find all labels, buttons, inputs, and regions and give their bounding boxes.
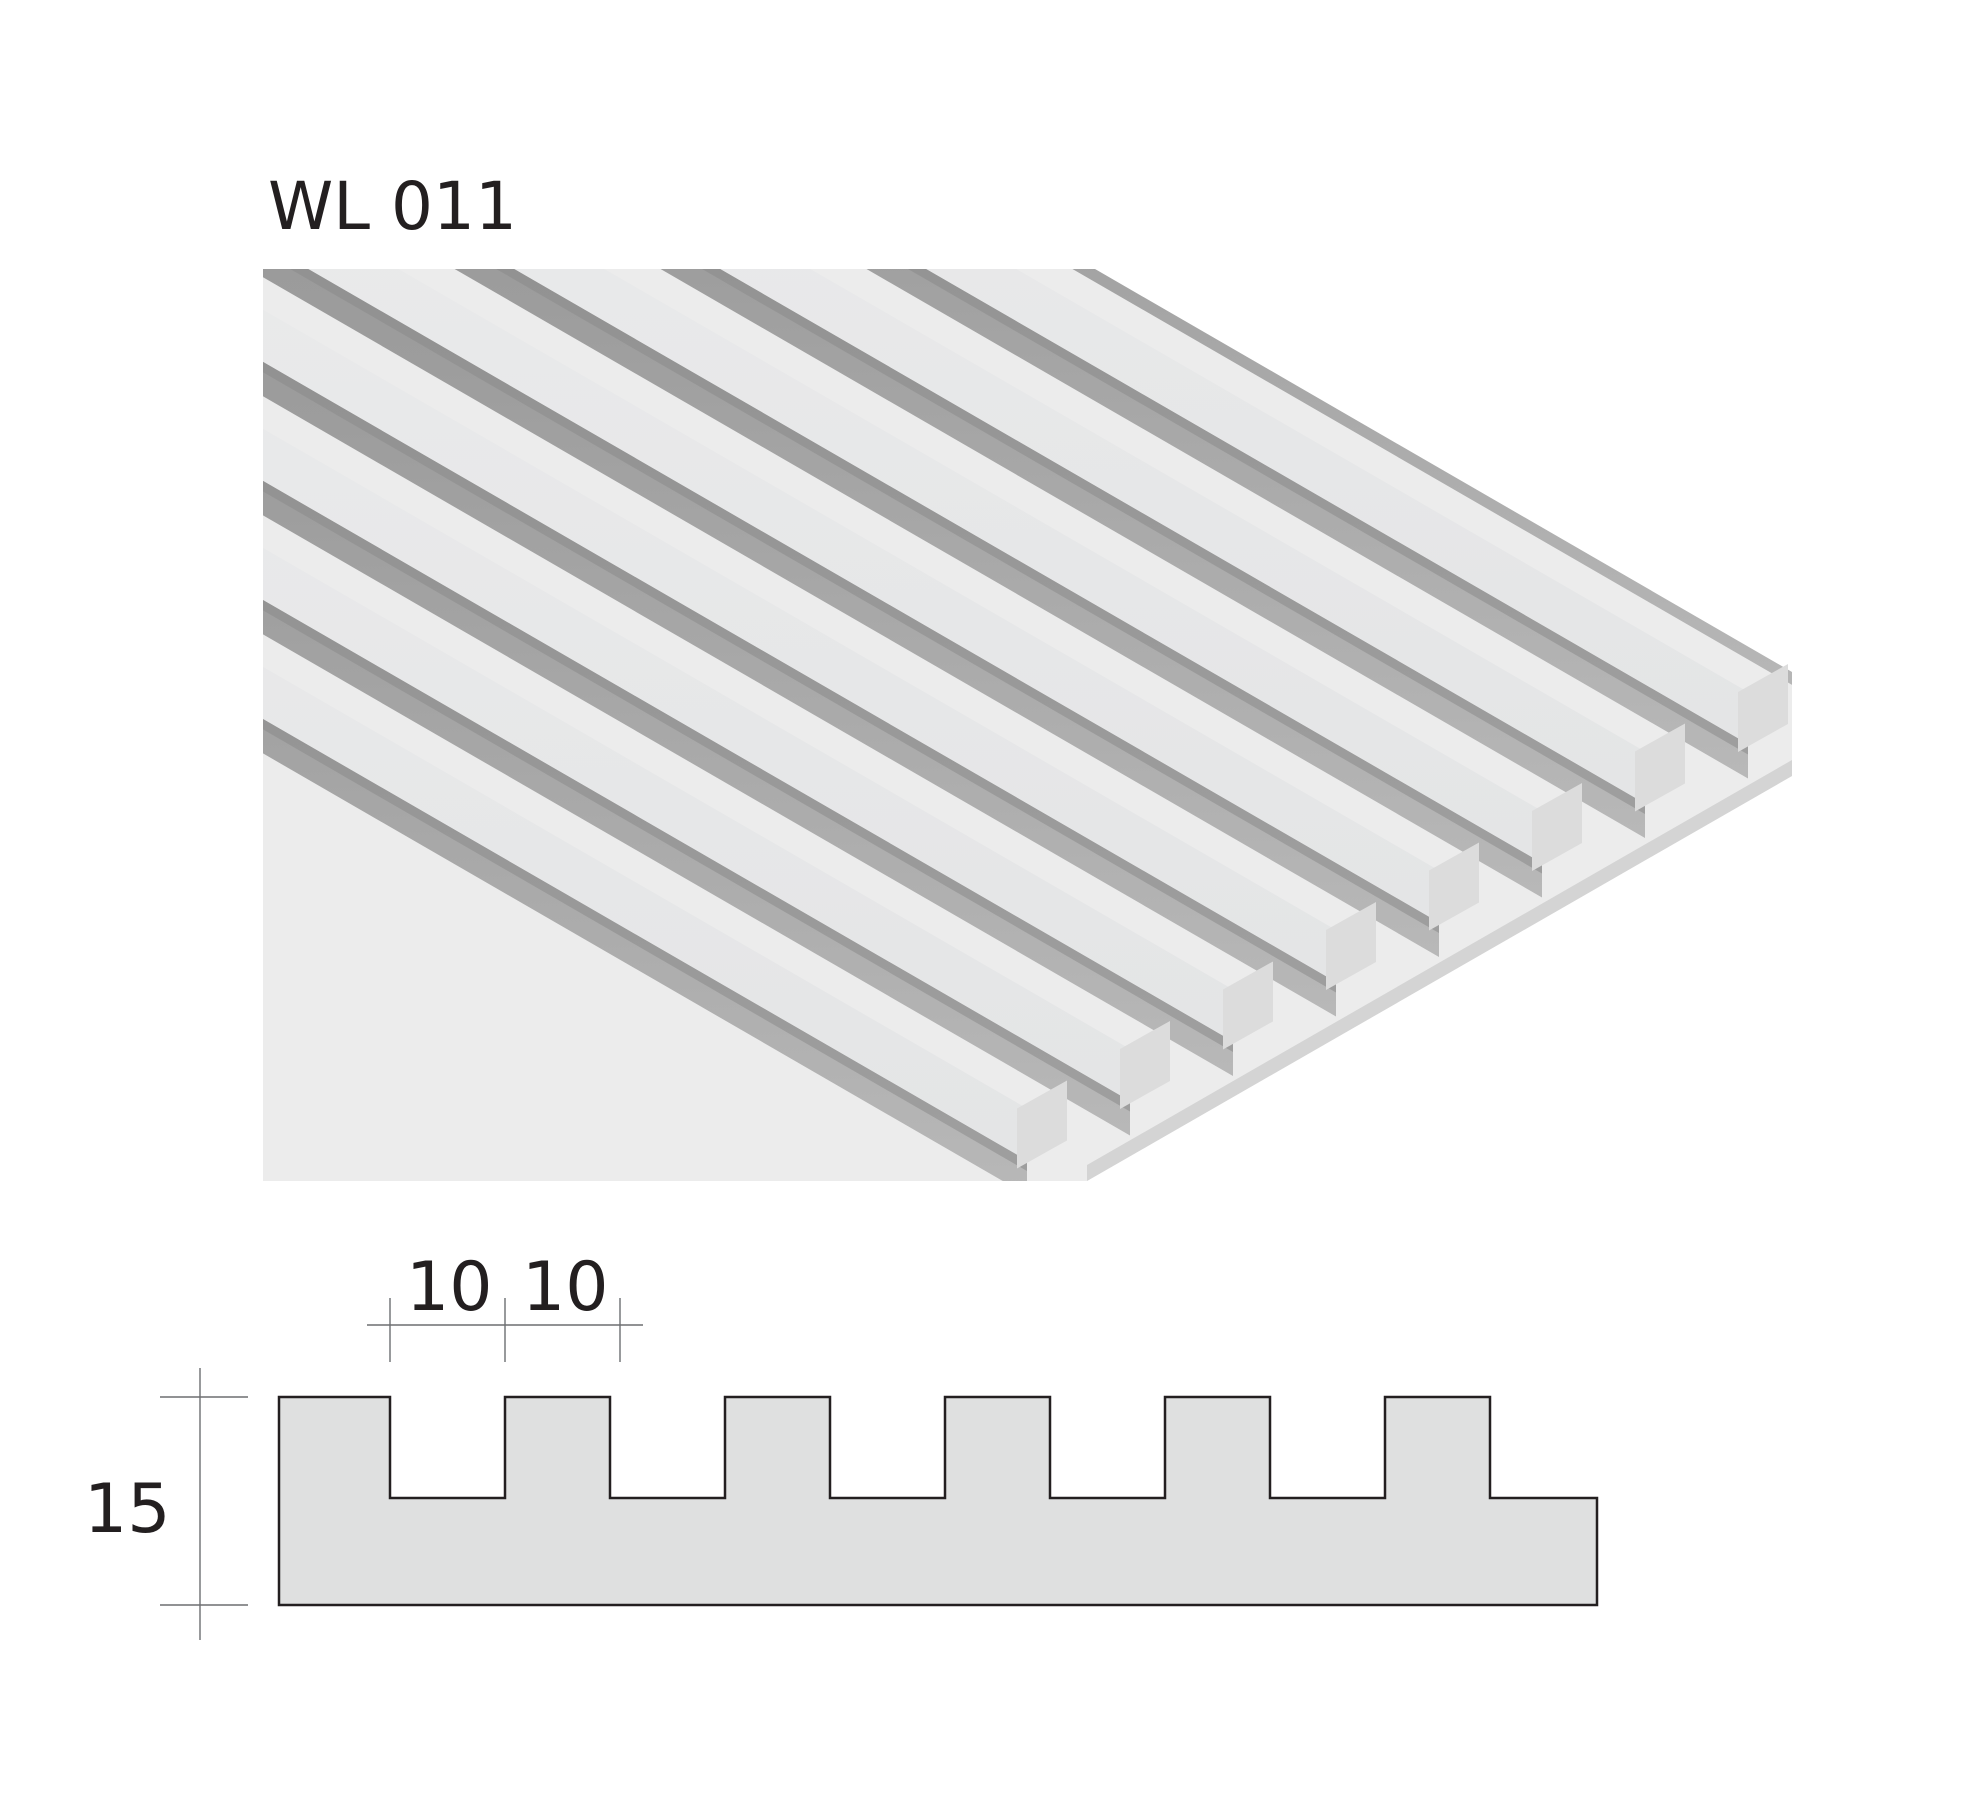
panel-groove: [263, 269, 1542, 898]
panel-rib-top: [263, 269, 1336, 982]
panel-rib-end: [1120, 1020, 1170, 1109]
panel-groove-shadow: [263, 269, 1027, 1171]
dim-rib-width: 10: [406, 1248, 493, 1327]
profile-shape: [277, 1395, 1599, 1607]
panel-groove-shadow: [263, 269, 1748, 755]
panel-groove-shadow: [263, 269, 1130, 1112]
panel-slat-ends: [1017, 663, 1792, 1181]
panel-rib-end: [1429, 842, 1479, 931]
panel-groove-shadow: [263, 269, 1645, 814]
panel-groove: [263, 269, 1645, 838]
panel-rib-top: [263, 269, 1130, 1101]
panel-rib-top: [263, 269, 1027, 1161]
dimension-lines: [160, 1298, 643, 1640]
panel-groove: [263, 269, 1130, 1136]
profile-section: [277, 1395, 1599, 1607]
panel-rib-end: [1017, 1080, 1067, 1169]
panel-groove: [263, 269, 1027, 1181]
panel-rib-end: [1326, 901, 1376, 990]
model-code: WL 011: [268, 168, 517, 245]
dim-height: 15: [84, 1470, 171, 1549]
panel-groove: [263, 269, 1439, 957]
panel-groove: [263, 269, 1233, 1076]
panel-rib-top: [263, 269, 1439, 923]
panel-groove-shadow: [263, 269, 1542, 874]
panel-rib-top: [263, 269, 1233, 1042]
panel-groove: [263, 269, 1792, 719]
panel-rib-end: [1738, 663, 1788, 752]
panel-groove: [263, 269, 1336, 1017]
panel-rib-end: [1532, 782, 1582, 871]
panel-groove-shadow: [263, 269, 1233, 1052]
panel-rib-end: [1635, 723, 1685, 812]
dim-groove-width: 10: [522, 1248, 609, 1327]
panel-rib-top: [263, 269, 1748, 744]
panel-groove: [263, 269, 1748, 779]
panel-rib-end: [1223, 961, 1273, 1050]
panel-rib-top: [263, 269, 1542, 863]
panel-rib-top: [263, 269, 1645, 804]
panel-front-edge: [1087, 760, 1792, 1181]
panel-groove-shadow: [263, 269, 1439, 933]
panel-groove-shadow: [263, 269, 1336, 993]
